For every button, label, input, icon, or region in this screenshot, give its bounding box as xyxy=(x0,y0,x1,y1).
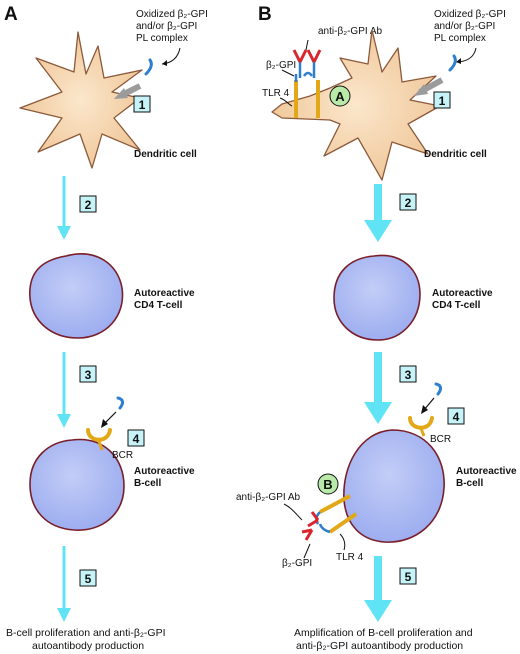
bcell-label-b-line1: Autoreactive xyxy=(456,466,517,477)
bcell-a xyxy=(29,438,125,531)
b2gpi-antigen-bcell-b xyxy=(434,382,443,396)
step-box-1-b xyxy=(433,91,451,109)
step-number-3-a: 3 xyxy=(85,368,92,382)
arrow-head-tcell-to-bcell-b xyxy=(364,402,392,424)
antigen-label-b-line2: and/or β₂-GPI xyxy=(434,21,495,32)
mechanism-circle-b xyxy=(317,473,339,495)
tlr4-lower-bcell-b xyxy=(328,512,358,534)
step-box-4-a xyxy=(127,429,145,447)
tlr4-label-bottom: TLR 4 xyxy=(336,552,364,563)
step-box-3-b xyxy=(399,365,417,383)
anti-ab-label-bottom: anti-β₂-GPI Ab xyxy=(236,492,301,503)
antigen-label-b-line3: PL complex xyxy=(434,33,486,44)
b2gpi-antigen-bcell-a xyxy=(116,396,125,410)
tlr4-upper-bcell-b xyxy=(319,494,351,514)
arrow-head-bcell-to-outcome-a xyxy=(57,608,71,622)
step-number-1-b: 1 xyxy=(439,94,446,108)
mechanism-label-a: A xyxy=(335,89,345,104)
arrow-head-dc-to-tcell-b xyxy=(364,220,392,242)
b2gpi-pointer-bottom xyxy=(303,543,311,559)
dendritic-cell-a xyxy=(19,31,143,169)
step-box-4-b xyxy=(447,407,465,425)
step-number-3-b: 3 xyxy=(405,368,412,382)
b2gpi-label-top: β₂-GPI xyxy=(266,60,296,71)
antigen-label-a-line1: Oxidized β₂-GPI xyxy=(136,9,208,20)
bcell-label-a-line2: B-cell xyxy=(134,478,161,489)
tcell-label-a-line2: CD4 T-cell xyxy=(134,300,183,311)
panel-label-b: B xyxy=(258,4,272,25)
bcell-label-a-line1: Autoreactive xyxy=(134,466,195,477)
antigen-binding-arrow-head-b xyxy=(421,405,428,414)
anti-ab-label-top: anti-β₂-GPI Ab xyxy=(318,26,383,37)
uptake-arrow-head-a xyxy=(114,88,128,99)
caption-b-line2: anti-β₂-GPI autoantibody production xyxy=(296,640,463,652)
step-box-2-a xyxy=(79,195,97,213)
step-number-5-b: 5 xyxy=(405,570,412,584)
b2gpi-on-tlr4-b xyxy=(294,71,314,82)
step-number-1-a: 1 xyxy=(139,98,146,112)
antigen-binding-arrow-head-a xyxy=(101,419,108,428)
panel-label-a: A xyxy=(4,4,18,25)
step-box-2-b xyxy=(399,193,417,211)
anti-ab-pointer-bottom xyxy=(283,503,303,521)
step-box-1-a xyxy=(133,95,151,113)
uptake-arrow-head-b xyxy=(414,84,428,96)
step-number-4-a: 4 xyxy=(133,432,140,446)
bcr-label-a: BCR xyxy=(112,450,133,461)
step-number-4-b: 4 xyxy=(453,410,460,424)
b2gpi-pointer-top xyxy=(281,69,295,77)
step-number-2-a: 2 xyxy=(85,198,92,212)
antigen-label-b-line1: Oxidized β₂-GPI xyxy=(434,9,506,20)
b2gpi-on-tlr4-bcell-b xyxy=(315,511,331,534)
b2gpi-strands-b xyxy=(298,62,316,78)
tcell-b xyxy=(333,254,421,341)
arrow-head-tcell-to-bcell-a xyxy=(57,414,71,428)
caption-b-line1: Amplification of B-cell proliferation an… xyxy=(294,627,473,639)
b2gpi-antigen-b xyxy=(448,54,457,72)
antigen-label-a-line3: PL complex xyxy=(136,33,188,44)
step-number-5-a: 5 xyxy=(85,572,92,586)
bcr-label-b: BCR xyxy=(430,434,451,445)
step-box-3-a xyxy=(79,365,97,383)
mechanism-circle-a xyxy=(329,85,351,107)
tlr4-label-top: TLR 4 xyxy=(262,88,290,99)
caption-a-line2: autoantibody production xyxy=(32,640,144,652)
dendritic-cell-label-a: Dendritic cell xyxy=(134,149,197,160)
step-number-2-b: 2 xyxy=(405,196,412,210)
b2gpi-antigen-a xyxy=(144,58,153,76)
bcr-receptor-b xyxy=(408,416,434,430)
tcell-label-b-line2: CD4 T-cell xyxy=(432,300,481,311)
caption-a-line1: B-cell proliferation and anti-β₂-GPI xyxy=(6,627,166,639)
tcell-label-b-line1: Autoreactive xyxy=(432,288,493,299)
antigen-label-a-line2: and/or β₂-GPI xyxy=(136,21,197,32)
antigen-pointer-head-b xyxy=(456,58,461,64)
tcell-a xyxy=(29,253,124,339)
antigen-pointer-a xyxy=(161,47,181,65)
tlr4-pointer-top xyxy=(279,97,293,107)
anti-ab-pointer-top xyxy=(305,39,309,51)
tlr4-pointer-bottom xyxy=(339,533,346,551)
tcell-label-a-line1: Autoreactive xyxy=(134,288,195,299)
b2gpi-label-bottom: β₂-GPI xyxy=(282,558,312,569)
antigen-pointer-head-a xyxy=(162,60,167,66)
dendritic-cell-label-b: Dendritic cell xyxy=(424,149,487,160)
bcell-label-b-line2: B-cell xyxy=(456,478,483,489)
dendritic-cell-b xyxy=(271,29,441,181)
bcell-b xyxy=(343,429,445,543)
anti-ab-antibody-b xyxy=(292,49,322,63)
step-box-5-a xyxy=(79,569,97,587)
bcr-receptor-a xyxy=(86,428,112,442)
mechanism-label-b: B xyxy=(323,477,332,492)
anti-ab-antibody-bcell-b xyxy=(301,511,320,541)
arrow-head-dc-to-tcell-a xyxy=(57,226,71,240)
arrow-head-bcell-to-outcome-b xyxy=(364,600,392,622)
step-box-5-b xyxy=(399,567,417,585)
